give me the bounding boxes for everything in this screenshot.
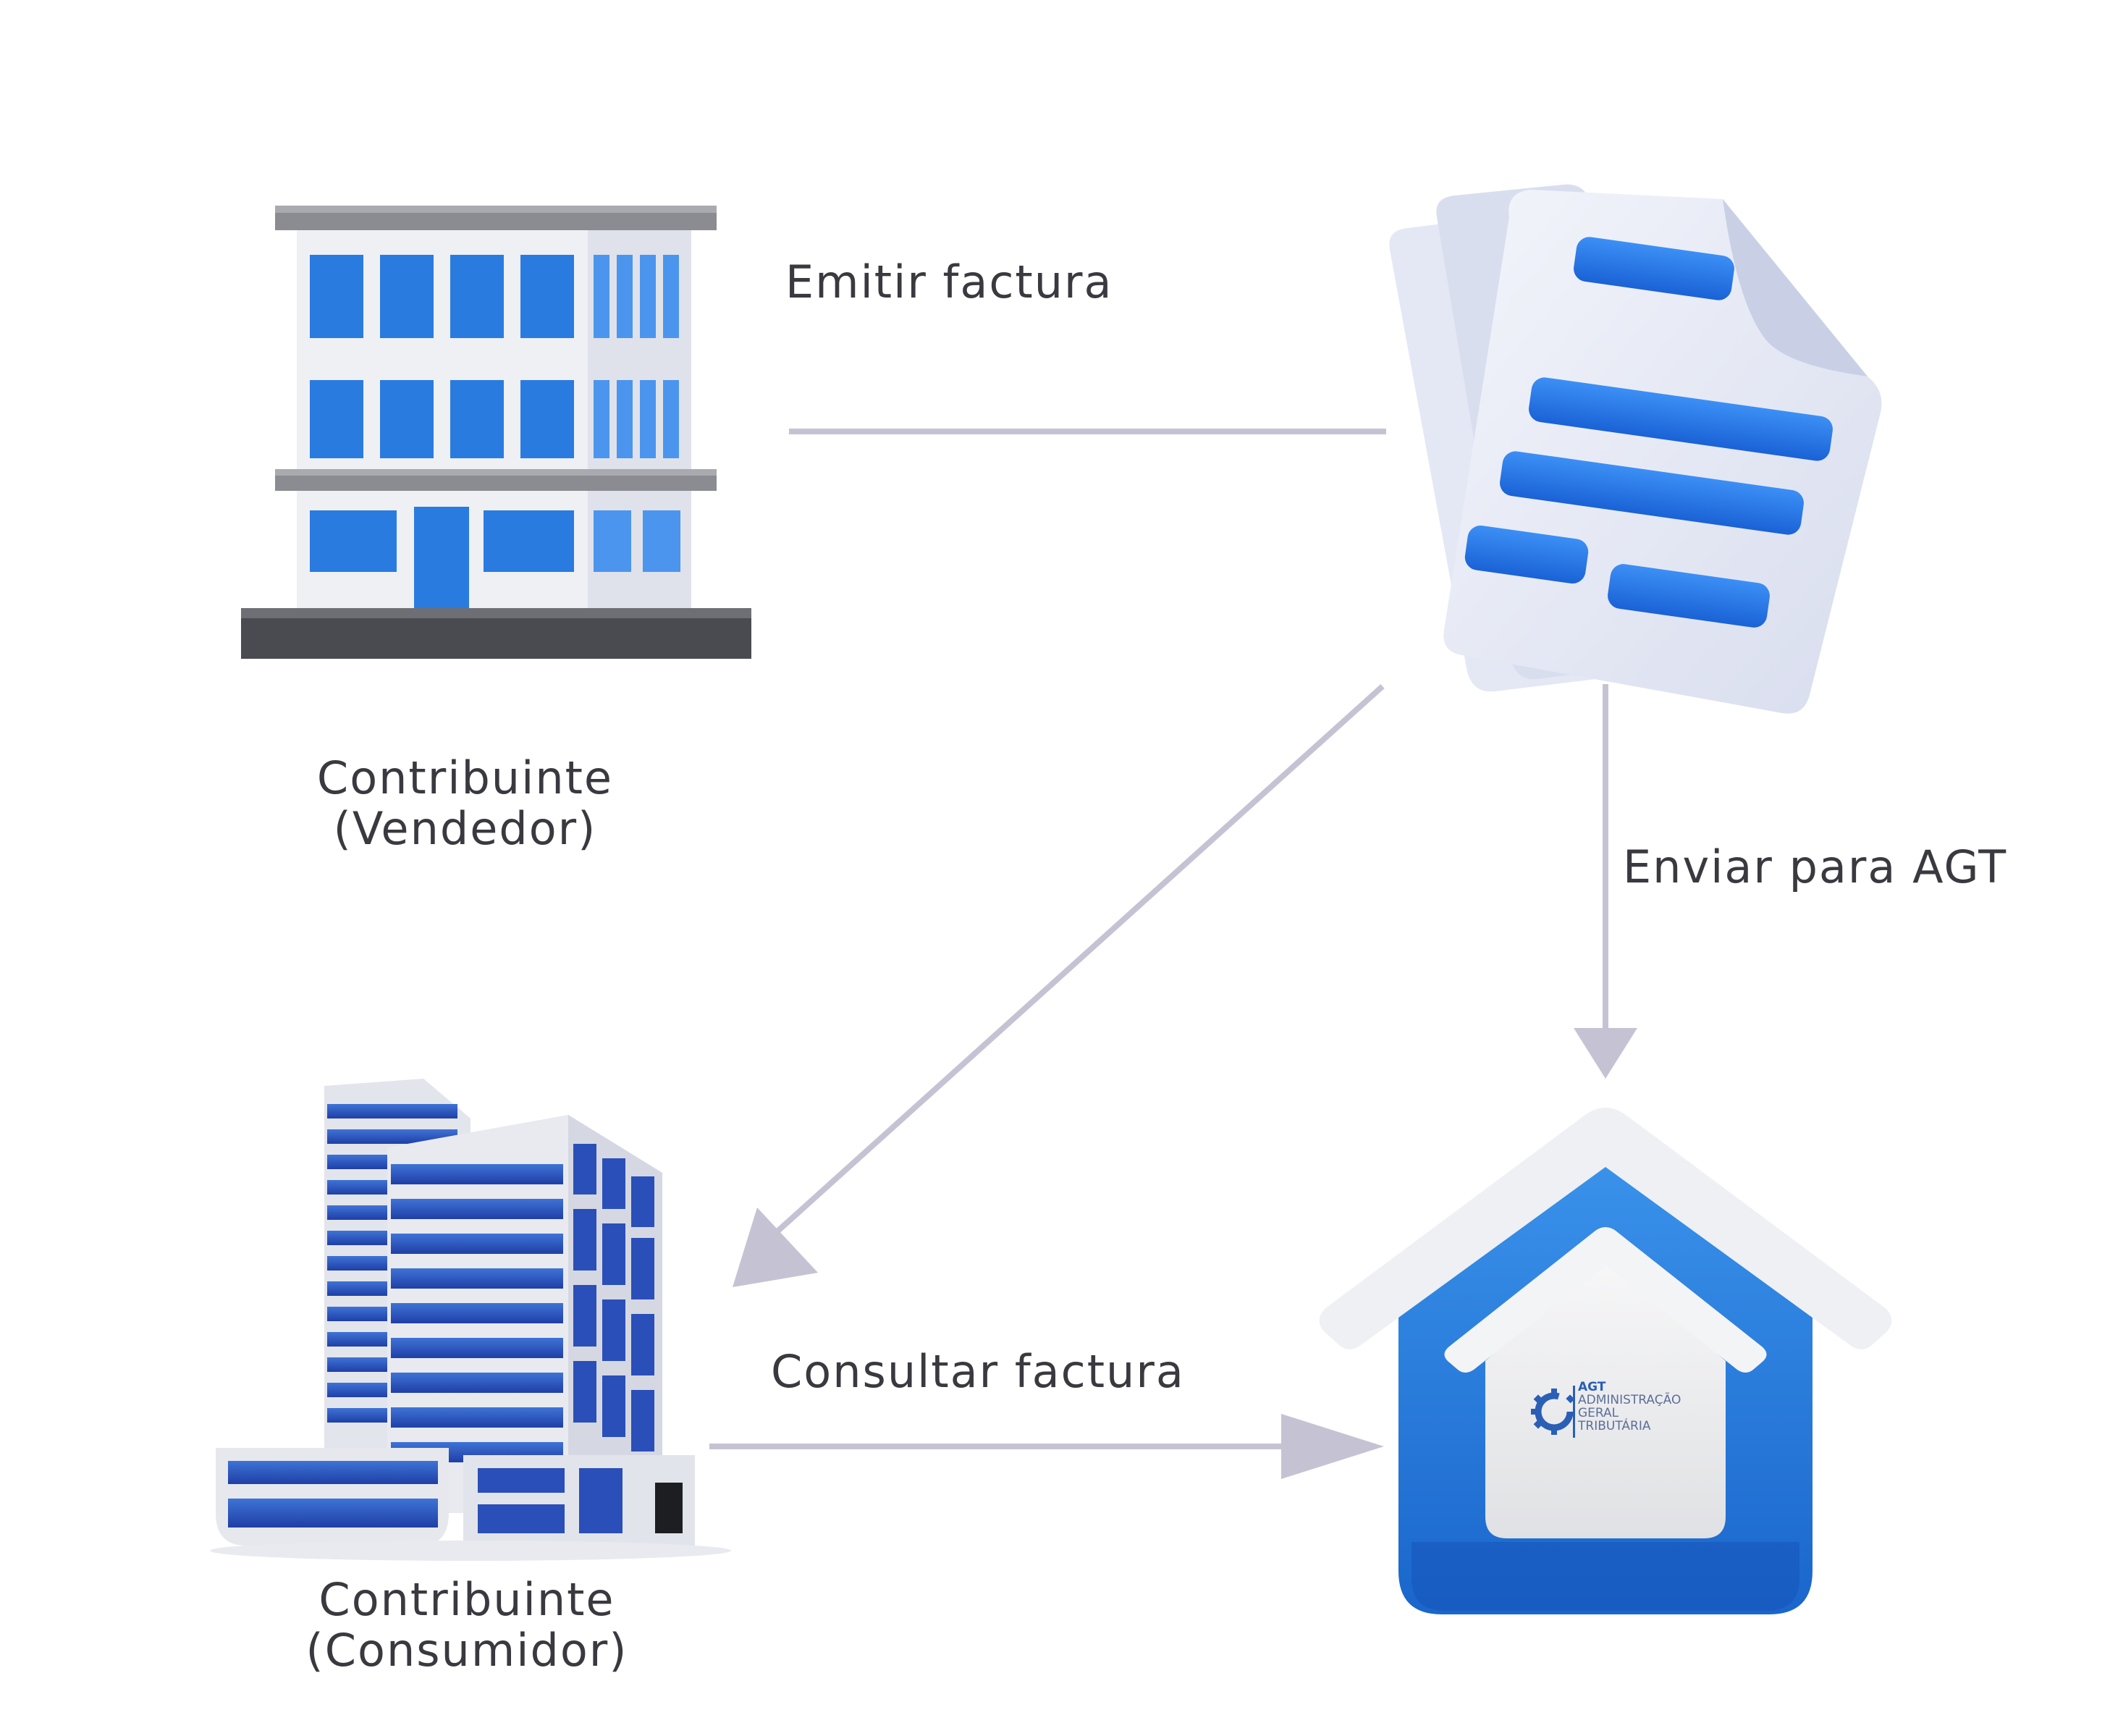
arrowhead-right: [1281, 1414, 1384, 1479]
label-emitir-factura: Emitir factura: [785, 256, 1113, 308]
arrowhead-down: [1574, 1028, 1637, 1079]
office-building-icon: [241, 206, 751, 659]
agt-logo-acronym: AGT: [1578, 1380, 1606, 1394]
agt-logo-line1: ADMINISTRAÇÃO: [1578, 1392, 1681, 1407]
label-vendedor-line2: (Vendedor): [333, 802, 597, 856]
invoice-document-icon: [1389, 184, 1882, 714]
agt-house-icon: [1319, 1108, 1892, 1614]
connectors: [709, 429, 1608, 1449]
label-consumidor-line1: Contribuinte: [318, 1573, 615, 1626]
label-consultar-factura: Consultar factura: [771, 1345, 1185, 1398]
agt-gear-icon: [1531, 1386, 1575, 1438]
label-vendedor: Contribuinte (Vendedor): [246, 751, 684, 856]
agt-logo-line3: TRIBUTÁRIA: [1578, 1418, 1651, 1433]
connector-diagonal: [776, 684, 1385, 1233]
arrowhead-diagonal: [733, 1208, 818, 1287]
label-consumidor: Contribuinte (Consumidor): [246, 1573, 688, 1677]
label-consumidor-line2: (Consumidor): [305, 1624, 628, 1677]
agt-logo-text: AGT ADMINISTRAÇÃO GERAL TRIBUTÁRIA: [1578, 1381, 1681, 1433]
arrowheads: [733, 1028, 1637, 1479]
corporate-tower-icon: [210, 1079, 731, 1561]
label-enviar-para-agt: Enviar para AGT: [1623, 840, 2008, 893]
agt-logo-line2: GERAL: [1578, 1405, 1619, 1420]
label-vendedor-line1: Contribuinte: [316, 751, 614, 804]
